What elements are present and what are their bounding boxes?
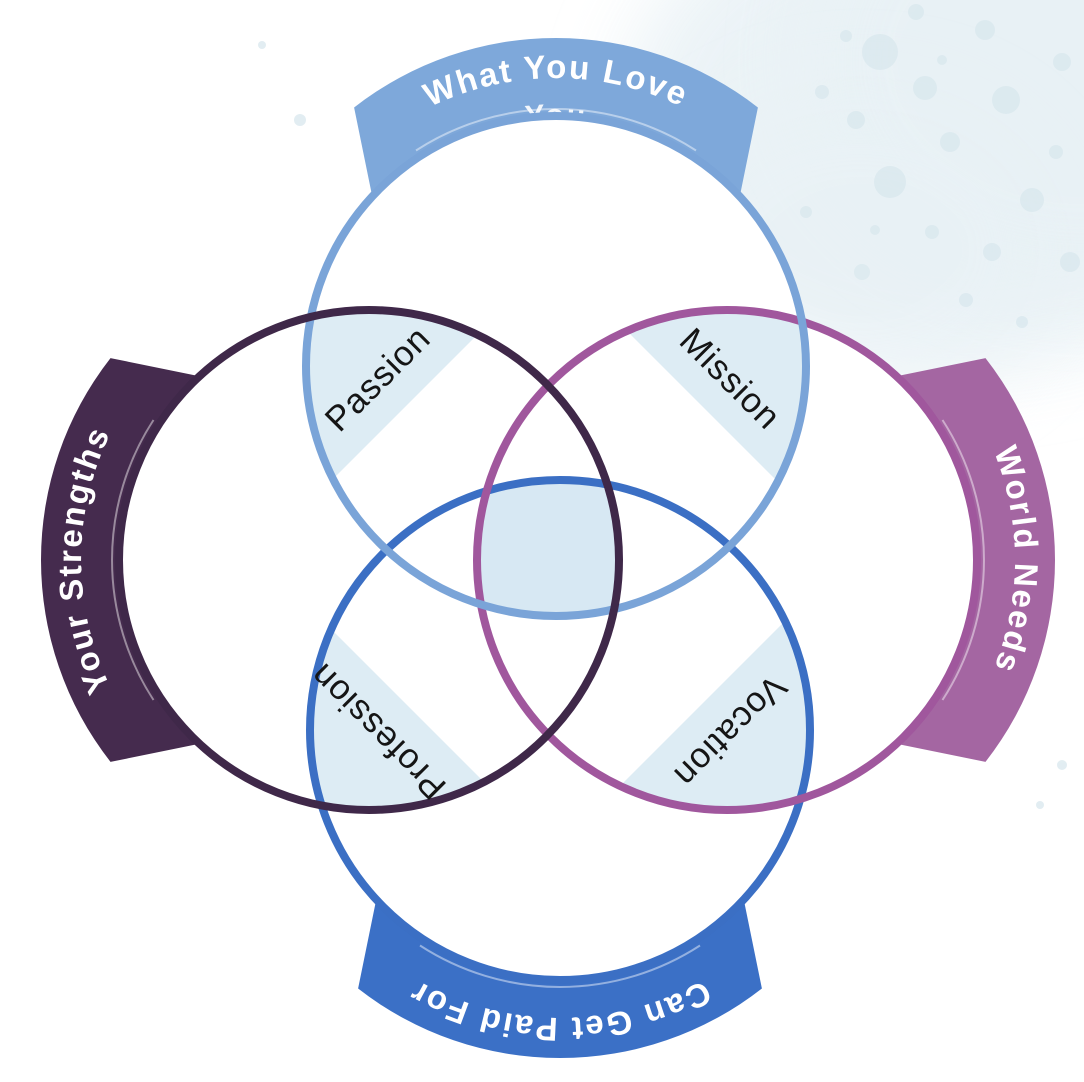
ribbon-top-highlight <box>415 108 697 152</box>
circle-right-outline <box>473 306 981 814</box>
circle-left-outline <box>115 306 623 814</box>
ribbon-right-highlight <box>941 419 985 701</box>
splatter-dots <box>204 4 1080 809</box>
circle-outlines <box>115 112 981 984</box>
circle-interiors <box>119 116 977 980</box>
ribbon-bottom-highlight <box>419 944 701 988</box>
circle-top-outline <box>302 112 810 620</box>
circle-bottom-interior <box>310 480 810 980</box>
circle-bottom-outline <box>306 476 814 984</box>
ribbon-left-highlight <box>111 419 155 701</box>
